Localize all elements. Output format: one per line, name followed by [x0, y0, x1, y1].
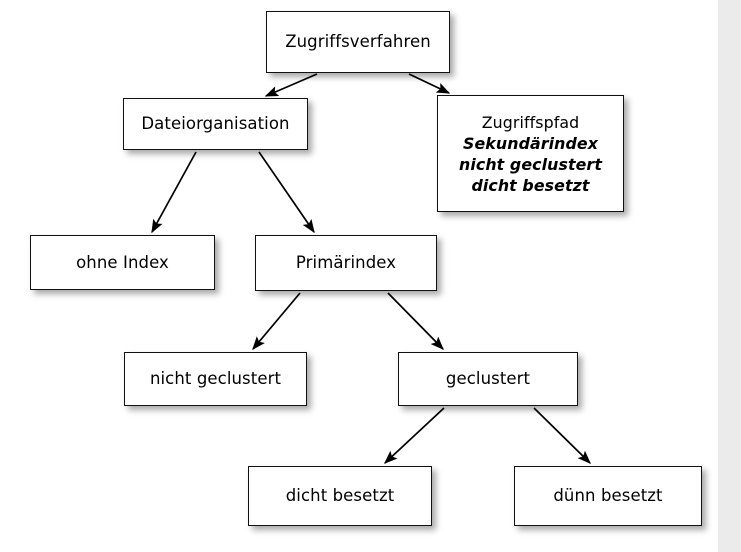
- node-duenn-besetzt-line-1: dünn besetzt: [553, 486, 663, 506]
- node-dateiorganisation: Dateiorganisation: [123, 98, 308, 150]
- node-zugriffspfad-line-2: Sekundärindex: [462, 133, 599, 153]
- node-duenn-besetzt: dünn besetzt: [514, 466, 702, 526]
- node-primaerindex: Primärindex: [255, 235, 437, 291]
- page-right-margin-strip: [718, 0, 741, 552]
- node-zugriffspfad-line-3: nicht geclustert: [459, 154, 602, 174]
- node-zugriffspfad-line-1: Zugriffspfad: [481, 112, 580, 132]
- edge-geclustert-to-dicht-besetzt: [384, 407, 445, 464]
- edge-dateiorganisation-to-ohne-index: [151, 151, 197, 234]
- node-dateiorganisation-line-1: Dateiorganisation: [141, 114, 290, 134]
- node-geclustert-line-1: geclustert: [445, 369, 531, 389]
- node-ohne-index-line-1: ohne Index: [76, 252, 169, 272]
- node-dicht-besetzt: dicht besetzt: [248, 466, 432, 526]
- edge-primaerindex-to-nicht-geclustert: [252, 292, 301, 351]
- edge-zugriffsverfahren-to-dateiorganisation: [264, 73, 318, 97]
- node-dicht-besetzt-line-1: dicht besetzt: [285, 486, 395, 506]
- node-nicht-geclustert-line-1: nicht geclustert: [149, 369, 282, 389]
- node-primaerindex-line-1: Primärindex: [295, 253, 397, 273]
- node-geclustert: geclustert: [398, 352, 578, 406]
- edge-zugriffsverfahren-to-zugriffspfad: [408, 73, 451, 94]
- node-nicht-geclustert: nicht geclustert: [124, 352, 307, 406]
- node-zugriffsverfahren: Zugriffsverfahren: [266, 11, 450, 73]
- edge-dateiorganisation-to-primaerindex: [258, 151, 315, 234]
- node-ohne-index: ohne Index: [30, 235, 215, 290]
- edge-primaerindex-to-geclustert: [387, 292, 444, 350]
- edge-geclustert-to-duenn-besetzt: [533, 407, 591, 464]
- node-zugriffspfad-line-4: dicht besetzt: [471, 175, 590, 195]
- node-zugriffsverfahren-line-1: Zugriffsverfahren: [285, 32, 431, 52]
